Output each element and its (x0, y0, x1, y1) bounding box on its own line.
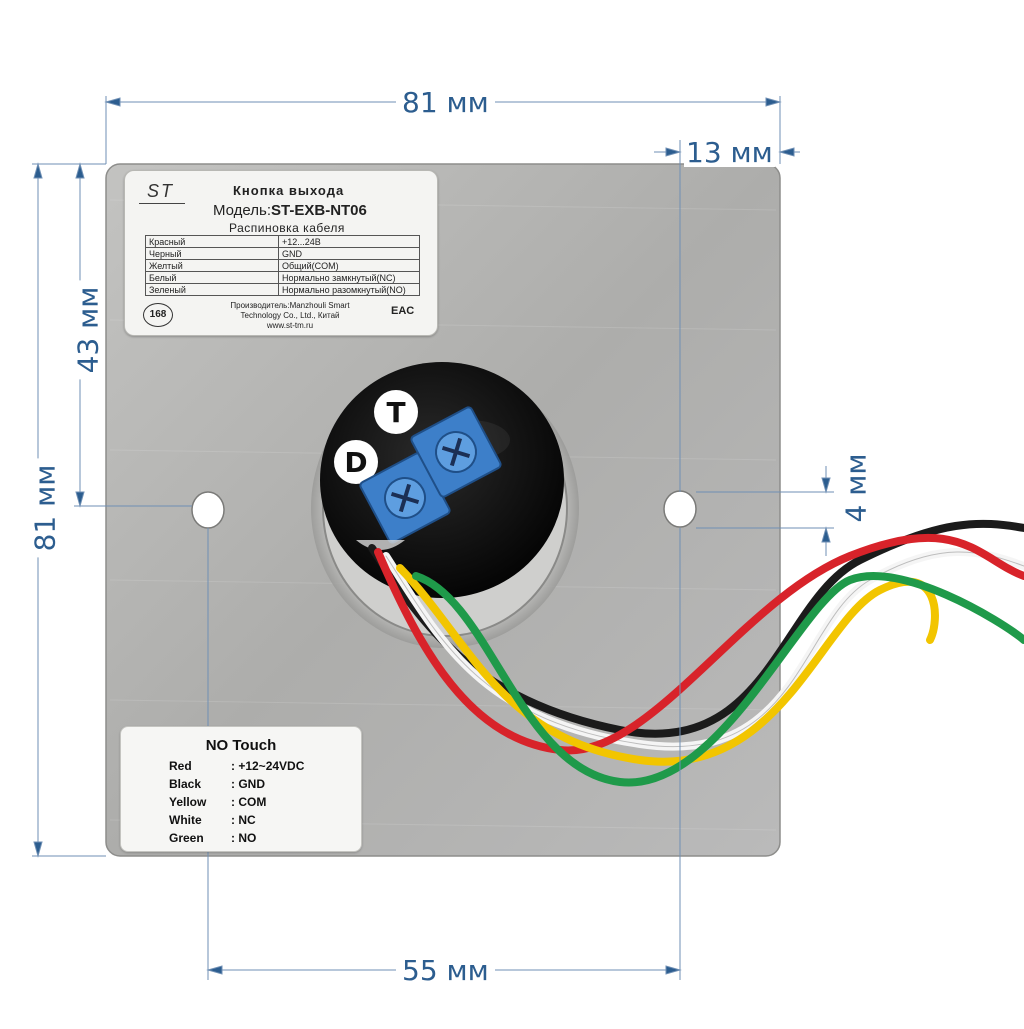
list-item: Yellow: COM (169, 795, 267, 809)
sticker-model: Модель:ST-EXB-NT06 (213, 202, 367, 219)
d-letter: D (344, 446, 367, 479)
dim-height-label: 81 мм (28, 458, 61, 558)
t-indicator (374, 390, 418, 434)
wire-green (412, 571, 1024, 787)
list-item: Green: NO (169, 831, 257, 845)
manufacturer-info: Производитель:Manzhouli Smart Technology… (230, 301, 350, 330)
product-sticker: ST Кнопка выхода Модель:ST-EXB-NT06 Расп… (124, 170, 438, 336)
dim-spacing-label: 55 мм (396, 957, 495, 985)
dim-hole-offset-label: 13 мм (684, 136, 775, 169)
t-letter: T (386, 396, 405, 429)
table-row: Красный+12...24В (145, 235, 420, 248)
wiring-sticker-title: NO Touch (205, 737, 277, 754)
wire-red (374, 534, 1024, 755)
badge-168: 168 (143, 303, 173, 327)
dim-width-label: 81 мм (396, 89, 495, 117)
d-indicator (334, 440, 378, 484)
trimmer-d (359, 452, 451, 544)
mounting-hole-left (191, 491, 225, 529)
dim-hole-diameter-label: 4 мм (839, 451, 873, 525)
list-item: Red: +12~24VDC (169, 759, 305, 773)
list-item: White: NC (169, 813, 256, 827)
sticker-pinout-title: Распиновка кабеля (229, 221, 345, 235)
mounting-hole-right (663, 490, 697, 528)
list-item: Black: GND (169, 777, 265, 791)
wiring-sticker: NO Touch Red: +12~24VDC Black: GND Yello… (120, 726, 362, 852)
st-logo: ST (147, 181, 175, 201)
cable-wires (368, 519, 1024, 787)
sticker-title: Кнопка выхода (233, 183, 345, 198)
trimmer-t (410, 406, 502, 498)
dim-hole-height-label: 43 мм (71, 280, 104, 380)
eac-mark: EAC (391, 305, 415, 317)
